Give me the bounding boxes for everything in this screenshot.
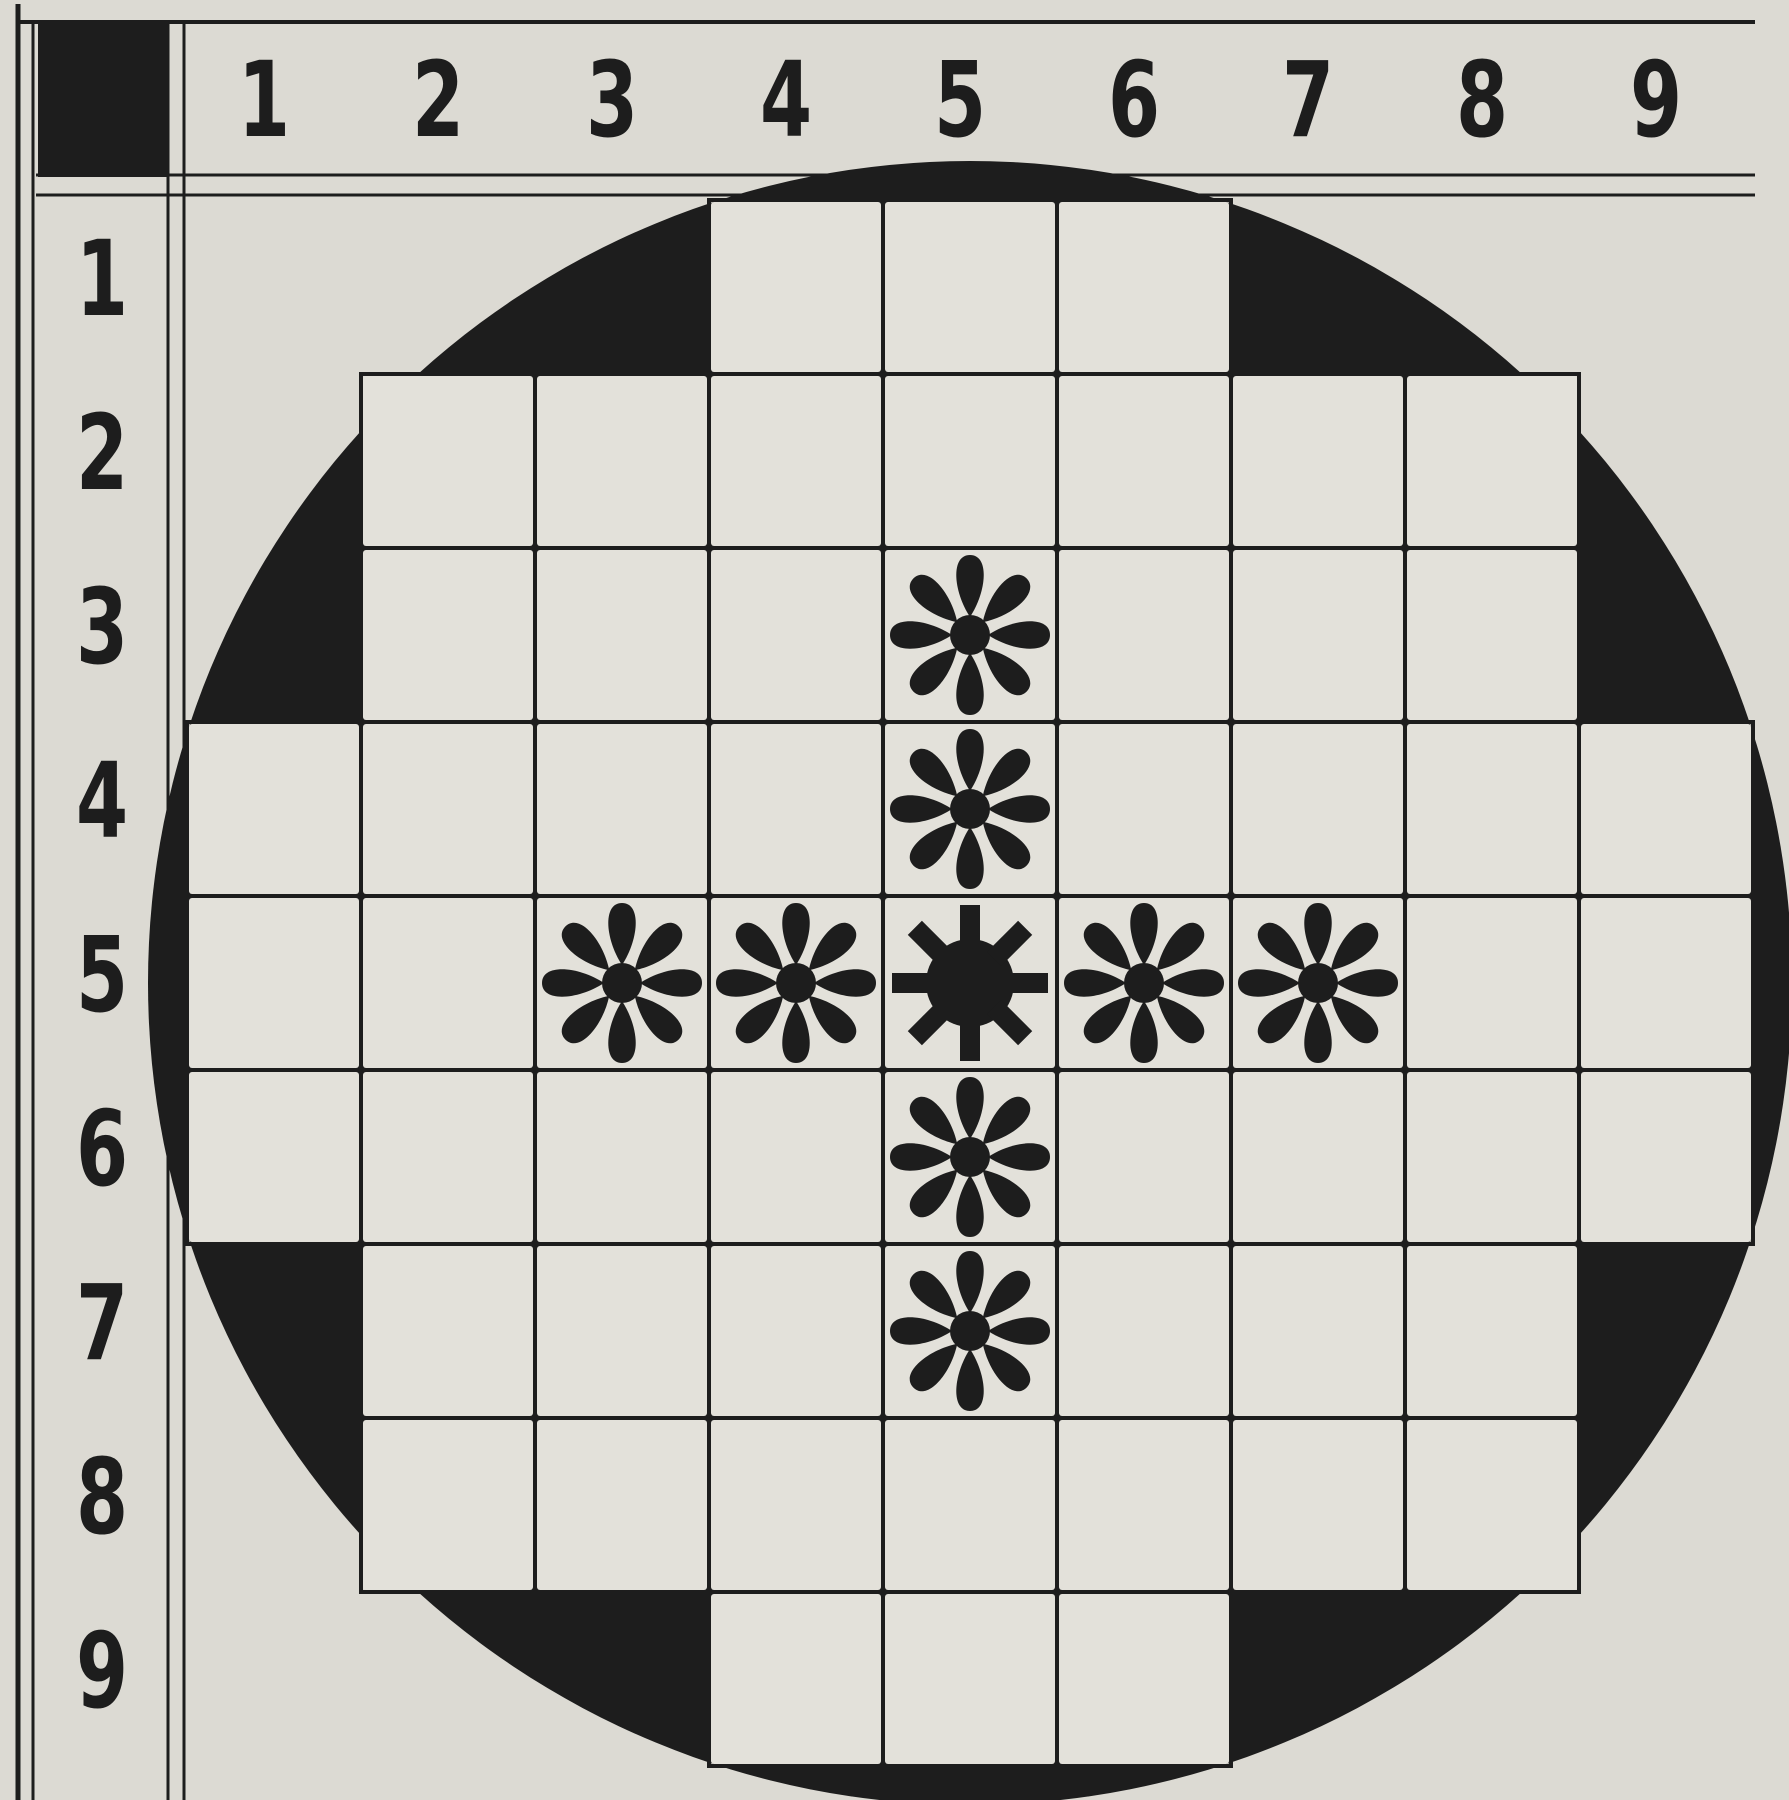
column-label-6: 6 [1091, 40, 1177, 160]
board-cell-r2-cundefined7 [1233, 376, 1403, 546]
column-label-8: 8 [1439, 40, 1525, 160]
board-cell-r2-cundefined8 [1407, 376, 1577, 546]
flower-piece-r5-c7 [1238, 903, 1398, 1063]
board-cell-r6-cundefined8 [1407, 1072, 1577, 1242]
board-cell-r5-cundefined1 [189, 898, 359, 1068]
column-label-9: 9 [1613, 40, 1699, 160]
row-label-8: 8 [59, 1437, 145, 1557]
board-cell-r8-cundefined7 [1233, 1420, 1403, 1590]
board-cell-r3-cundefined3 [537, 550, 707, 720]
board-cell-r4-cundefined1 [189, 724, 359, 894]
column-label-5: 5 [917, 40, 1003, 160]
board-cell-r1-cundefined5 [885, 202, 1055, 372]
column-label-1: 1 [221, 40, 307, 160]
board-cell-r8-cundefined2 [363, 1420, 533, 1590]
flower-piece-r6-c5 [890, 1077, 1050, 1237]
board-cell-r8-cundefined6 [1059, 1420, 1229, 1590]
board-cell-r4-cundefined8 [1407, 724, 1577, 894]
flower-piece-r5-c6 [1064, 903, 1224, 1063]
board-cell-r6-cundefined1 [189, 1072, 359, 1242]
board-cell-r3-cundefined8 [1407, 550, 1577, 720]
center-piece-r5-c5 [892, 905, 1048, 1061]
row-label-2: 2 [59, 393, 145, 513]
board-cell-r7-cundefined3 [537, 1246, 707, 1416]
board-cell-r6-cundefined4 [711, 1072, 881, 1242]
board-cell-r5-cundefined8 [1407, 898, 1577, 1068]
flower-piece-r5-c3 [542, 903, 702, 1063]
board-cell-r4-cundefined3 [537, 724, 707, 894]
corner-block [38, 22, 168, 177]
board-cell-r7-cundefined6 [1059, 1246, 1229, 1416]
board-cell-r6-cundefined6 [1059, 1072, 1229, 1242]
board-cell-r4-cundefined6 [1059, 724, 1229, 894]
board-cell-r6-cundefined3 [537, 1072, 707, 1242]
board-cell-r6-cundefined2 [363, 1072, 533, 1242]
board-cell-r7-cundefined2 [363, 1246, 533, 1416]
board-cell-r4-cundefined2 [363, 724, 533, 894]
board-cell-r2-cundefined3 [537, 376, 707, 546]
row-label-7: 7 [59, 1263, 145, 1383]
column-label-3: 3 [569, 40, 655, 160]
board-cell-r7-cundefined8 [1407, 1246, 1577, 1416]
board-cell-r6-cundefined9 [1581, 1072, 1751, 1242]
board-cell-r4-cundefined9 [1581, 724, 1751, 894]
board-cell-r1-cundefined4 [711, 202, 881, 372]
board-cell-r3-cundefined6 [1059, 550, 1229, 720]
board-cell-r9-cundefined6 [1059, 1594, 1229, 1764]
board-cell-r8-cundefined4 [711, 1420, 881, 1590]
board-cell-r2-cundefined4 [711, 376, 881, 546]
column-label-4: 4 [743, 40, 829, 160]
board-cell-r2-cundefined5 [885, 376, 1055, 546]
board-cell-r8-cundefined5 [885, 1420, 1055, 1590]
board-cell-r6-cundefined7 [1233, 1072, 1403, 1242]
flower-piece-r7-c5 [890, 1251, 1050, 1411]
board-cell-r8-cundefined8 [1407, 1420, 1577, 1590]
row-label-6: 6 [59, 1089, 145, 1209]
board-cell-r2-cundefined6 [1059, 376, 1229, 546]
board-cell-r8-cundefined3 [537, 1420, 707, 1590]
board-cell-r4-cundefined7 [1233, 724, 1403, 894]
row-label-5: 5 [59, 915, 145, 1035]
board-cell-r3-cundefined2 [363, 550, 533, 720]
board-cell-r3-cundefined7 [1233, 550, 1403, 720]
board-cell-r5-cundefined9 [1581, 898, 1751, 1068]
flower-piece-r3-c5 [890, 555, 1050, 715]
board-cell-r9-cundefined4 [711, 1594, 881, 1764]
board-cell-r5-cundefined2 [363, 898, 533, 1068]
board-cell-r3-cundefined4 [711, 550, 881, 720]
flower-piece-r5-c4 [716, 903, 876, 1063]
board-cell-r7-cundefined4 [711, 1246, 881, 1416]
board-cell-r2-cundefined2 [363, 376, 533, 546]
row-label-1: 1 [59, 219, 145, 339]
board-cell-r4-cundefined4 [711, 724, 881, 894]
board-cell-r9-cundefined5 [885, 1594, 1055, 1764]
column-label-2: 2 [395, 40, 481, 160]
board-cell-r7-cundefined7 [1233, 1246, 1403, 1416]
board-cell-r1-cundefined6 [1059, 202, 1229, 372]
flower-piece-r4-c5 [890, 729, 1050, 889]
row-label-9: 9 [59, 1611, 145, 1731]
row-label-3: 3 [59, 567, 145, 687]
row-label-4: 4 [59, 741, 145, 861]
column-label-7: 7 [1265, 40, 1351, 160]
